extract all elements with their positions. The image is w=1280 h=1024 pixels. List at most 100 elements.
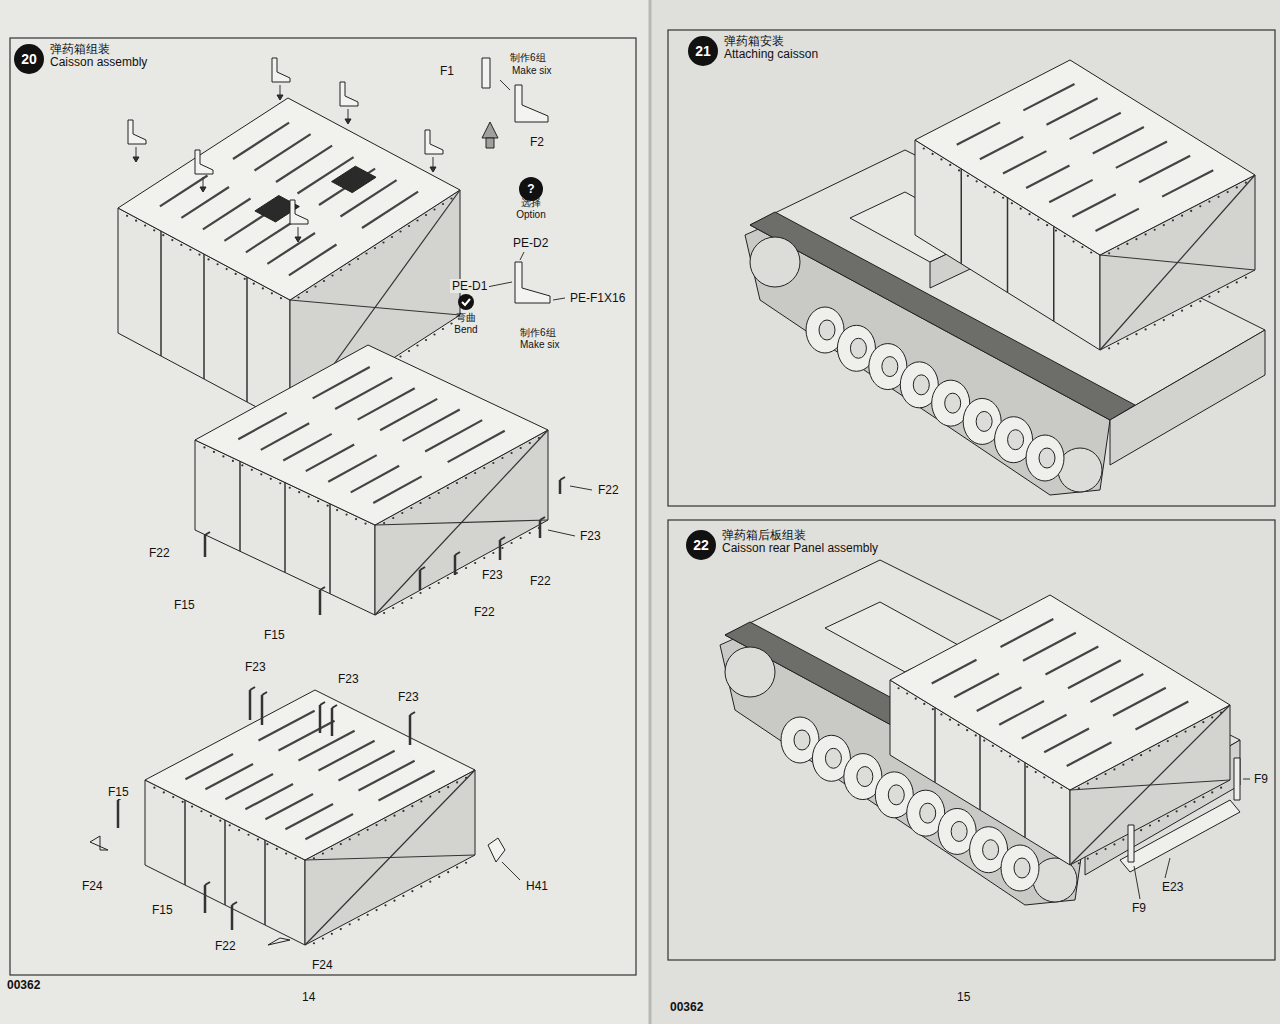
rivet bbox=[393, 815, 395, 817]
rivet bbox=[1028, 213, 1030, 215]
rivet bbox=[1043, 776, 1045, 778]
rivet bbox=[450, 322, 452, 324]
rivet bbox=[226, 268, 228, 270]
lid-slat bbox=[1003, 151, 1046, 173]
page-frame bbox=[10, 38, 636, 975]
rivet bbox=[345, 513, 347, 515]
part-callout: H41 bbox=[524, 879, 550, 893]
lid-slat bbox=[1136, 701, 1189, 729]
rivet bbox=[270, 478, 272, 480]
rivet bbox=[244, 278, 246, 280]
rivet bbox=[1181, 215, 1183, 217]
part-callout: PE-D1 bbox=[450, 279, 489, 293]
rivet bbox=[251, 469, 253, 471]
rivet bbox=[992, 745, 994, 747]
rivet bbox=[442, 328, 444, 330]
rivet bbox=[308, 496, 310, 498]
rivet bbox=[456, 866, 458, 868]
option-icon: ?选择Option bbox=[519, 177, 543, 201]
make-count: Make six bbox=[510, 64, 553, 78]
rivet bbox=[1176, 735, 1178, 737]
side-rib bbox=[979, 735, 981, 810]
rivet bbox=[313, 942, 315, 944]
lid-slat bbox=[379, 771, 435, 801]
rivet bbox=[433, 333, 435, 335]
pin-part bbox=[249, 690, 252, 720]
rivet bbox=[983, 740, 985, 742]
caisson-top bbox=[145, 690, 475, 860]
leader-line bbox=[1134, 866, 1140, 899]
leader-line bbox=[520, 252, 524, 260]
pin-part bbox=[261, 695, 264, 725]
side-rib bbox=[224, 820, 226, 905]
rivet bbox=[1220, 787, 1222, 789]
rivet bbox=[1113, 843, 1115, 845]
rivet bbox=[280, 297, 282, 299]
leader-line bbox=[1243, 779, 1250, 780]
rivet bbox=[1208, 295, 1210, 297]
wheel-hub bbox=[882, 357, 898, 377]
rivet bbox=[1087, 782, 1089, 784]
make-count: 制作6组 bbox=[508, 51, 548, 65]
page-number: 14 bbox=[300, 990, 317, 1004]
rivet bbox=[923, 147, 925, 149]
lid-slat bbox=[245, 784, 293, 809]
rivet bbox=[340, 843, 342, 845]
rivet bbox=[1126, 338, 1128, 340]
side-rib bbox=[284, 483, 286, 573]
part-callout: F24 bbox=[310, 958, 335, 972]
part-callout: F22 bbox=[596, 483, 621, 497]
step-title: 弹药箱组装 bbox=[50, 43, 110, 56]
rivet bbox=[1190, 210, 1192, 212]
rivet bbox=[1020, 208, 1022, 210]
side-rib bbox=[246, 277, 248, 402]
rivet bbox=[1227, 286, 1229, 288]
rivet bbox=[416, 344, 418, 346]
caisson-top bbox=[195, 345, 548, 525]
wheel-hub bbox=[857, 767, 873, 787]
rivet bbox=[327, 505, 329, 507]
lid-slat bbox=[1068, 660, 1121, 688]
rivet bbox=[153, 787, 155, 789]
rivet bbox=[383, 612, 385, 614]
rivet bbox=[465, 777, 467, 779]
rivet bbox=[367, 829, 369, 831]
rivet bbox=[262, 287, 264, 289]
lid-slat bbox=[1095, 209, 1138, 231]
pin-part bbox=[559, 480, 562, 494]
part-h41 bbox=[488, 838, 505, 862]
rivet bbox=[1217, 196, 1219, 198]
bracket-part bbox=[290, 200, 308, 224]
lid-slat bbox=[160, 176, 208, 207]
rivet bbox=[1064, 235, 1066, 237]
rivet bbox=[1144, 233, 1146, 235]
rivet bbox=[538, 437, 540, 439]
rivet bbox=[279, 482, 281, 484]
hull-rear bbox=[1110, 330, 1265, 465]
rivet bbox=[1236, 281, 1238, 283]
step-title: 弹药箱安装 bbox=[724, 35, 784, 48]
part-callout: F2 bbox=[528, 135, 546, 149]
rivet bbox=[410, 507, 412, 509]
lid-slat bbox=[1091, 674, 1144, 702]
lid-slat bbox=[238, 413, 286, 440]
rivet bbox=[1167, 815, 1169, 817]
pin-part bbox=[319, 705, 322, 733]
rivet bbox=[438, 492, 440, 494]
rivet bbox=[993, 191, 995, 193]
pin-part bbox=[454, 555, 457, 575]
lid-slat bbox=[351, 466, 399, 493]
bracket-part bbox=[128, 120, 146, 144]
caisson-top bbox=[118, 98, 460, 300]
wheel-hub bbox=[1014, 858, 1030, 878]
rivet bbox=[465, 477, 467, 479]
bracket-part bbox=[272, 58, 290, 82]
wheel-hub bbox=[888, 785, 904, 805]
lid-slat bbox=[328, 455, 376, 482]
lid-slat bbox=[373, 476, 421, 503]
leader-line bbox=[487, 282, 512, 287]
part-callout: F9 bbox=[1130, 901, 1148, 915]
rivet bbox=[429, 796, 431, 798]
rivet bbox=[1158, 745, 1160, 747]
rivet bbox=[932, 708, 934, 710]
